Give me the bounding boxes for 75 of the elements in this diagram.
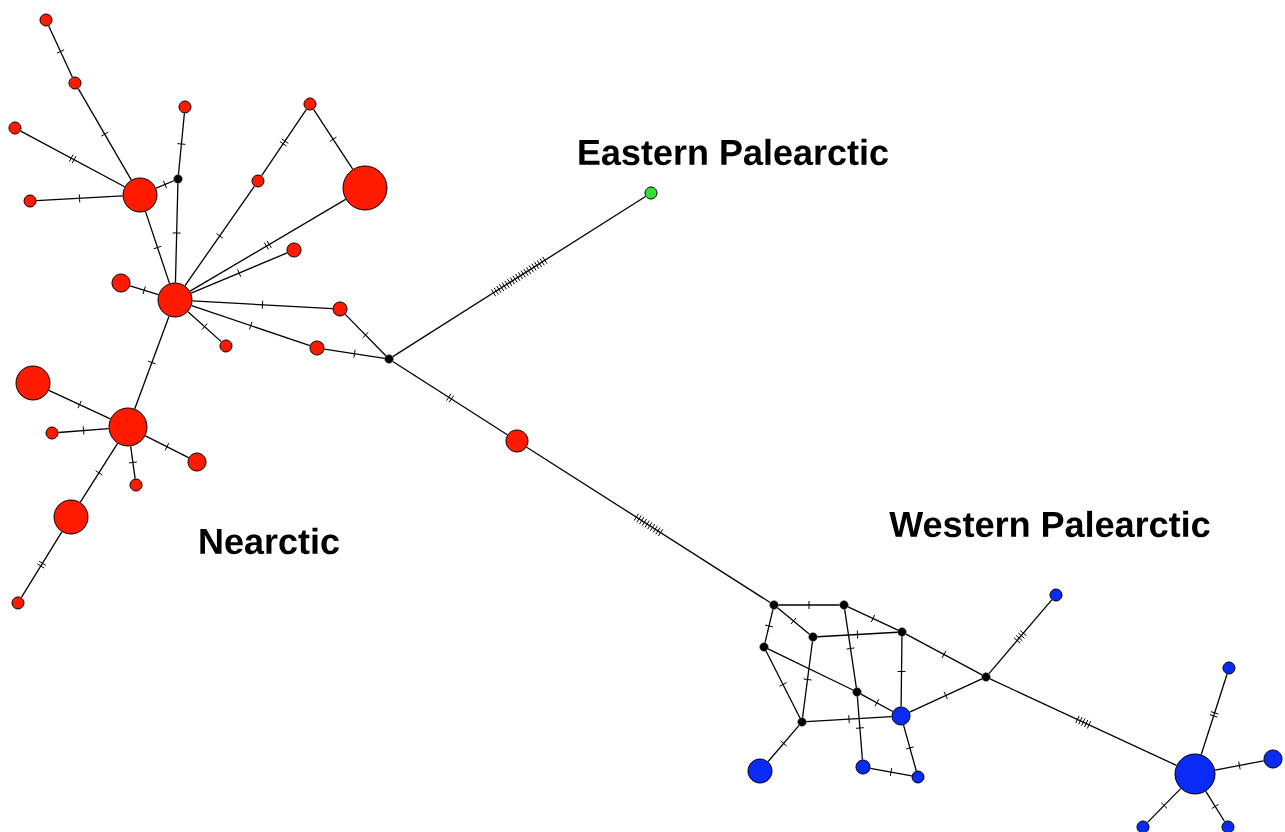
mutation-line — [988, 599, 1053, 675]
haplotype-circle — [1263, 749, 1283, 769]
mutation-line — [79, 442, 119, 503]
mutation-line — [172, 182, 182, 284]
mutation-line — [48, 25, 73, 78]
mutation-line — [844, 608, 857, 689]
mutation-line — [344, 313, 387, 357]
mutation-line — [902, 724, 917, 772]
mutation-line — [128, 445, 138, 480]
haplotype-circle — [332, 301, 348, 317]
mutation-line — [155, 180, 175, 189]
mutation-line — [57, 426, 110, 435]
haplotype-circle — [286, 242, 302, 258]
mutation-line — [191, 300, 334, 310]
haplotype-circle — [122, 177, 158, 213]
haplotype-circle — [1136, 820, 1150, 832]
mutation-line — [855, 695, 865, 761]
haplotype-circle — [309, 340, 325, 356]
mutation-line — [801, 640, 814, 719]
mutation-line — [129, 285, 159, 296]
haplotype-circle — [111, 273, 131, 293]
region-label: Eastern Palearctic — [579, 138, 888, 166]
haplotype-circle — [108, 407, 148, 447]
mutation-line — [176, 112, 186, 176]
haplotype-circle — [187, 452, 207, 472]
mutation-line — [134, 315, 170, 410]
haplotype-circle — [747, 758, 773, 784]
mutation-line — [905, 633, 983, 676]
haplotype-circle — [342, 165, 388, 211]
mutation-line — [860, 693, 894, 713]
region-label: Western Palearctic — [889, 510, 1210, 538]
mutation-line — [776, 607, 811, 635]
mutation-line — [1214, 760, 1265, 771]
mutation-line — [869, 767, 913, 777]
mutation-line — [187, 311, 222, 343]
haplotype-circle — [1174, 753, 1216, 795]
haplotype-circle — [891, 706, 911, 726]
haplotype-circle — [1221, 820, 1235, 832]
haplotype-circle — [505, 429, 529, 453]
mutation-line — [897, 635, 907, 708]
mutation-line — [764, 608, 774, 644]
mutation-line — [312, 108, 354, 170]
haplotype-circle — [15, 365, 51, 401]
mutation-line — [526, 446, 771, 604]
mutation-line — [190, 304, 311, 347]
mutation-line — [392, 195, 647, 358]
mutation-line — [392, 360, 508, 436]
haplotype-circle — [157, 282, 193, 318]
mutation-line — [144, 210, 171, 285]
mutation-line — [184, 185, 255, 287]
mutation-line — [48, 389, 111, 420]
mutation-line — [805, 714, 893, 724]
mutation-line — [144, 435, 190, 459]
haplotype-circle — [53, 499, 89, 535]
mutation-line — [20, 130, 126, 188]
mutation-line — [765, 650, 801, 719]
mutation-line — [847, 606, 899, 631]
mutation-line — [1200, 673, 1228, 756]
mutation-line — [816, 630, 899, 639]
mutation-line — [261, 108, 307, 177]
mutation-line — [767, 648, 854, 691]
mutation-line — [909, 678, 983, 713]
mutation-line — [989, 678, 1178, 766]
mutation-line — [190, 252, 288, 294]
mutation-line — [20, 531, 63, 599]
mutation-line — [1146, 788, 1182, 823]
mutation-line — [35, 193, 124, 203]
mutation-line — [323, 348, 386, 359]
mutation-line — [1205, 790, 1226, 823]
mutation-line — [767, 724, 800, 763]
mutation-line — [777, 600, 841, 610]
region-label: Nearctic — [200, 527, 339, 555]
mutation-line — [189, 198, 347, 292]
mutation-line — [77, 87, 132, 181]
haplotype-circle — [855, 759, 871, 775]
